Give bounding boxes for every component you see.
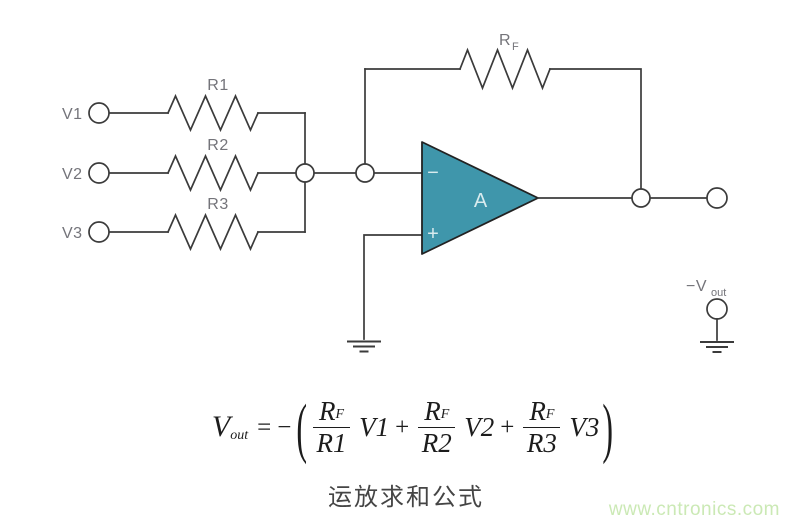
formula-lhs: V [211,410,231,443]
circuit-schematic: − + A V1 V2 V3 R1 R2 R3 R F −V out [62,32,734,353]
opamp-triangle [421,141,539,255]
opamp-gain-label: A [474,190,488,212]
node-summing-junction [295,163,315,183]
label-v1: V1 [62,106,83,123]
term2-plus: + [500,413,515,441]
ground-icon [347,340,381,353]
frac3-den: R3 [526,427,557,458]
diagram-caption: 运放求和公式 [328,484,484,511]
terminal-vout-ref [706,298,728,320]
frac1-num: R [319,395,336,426]
label-v3: V3 [62,225,83,242]
wire-noninverting-input [363,234,423,340]
frac3-num: R [529,395,546,426]
terminal-v2 [88,162,110,184]
term1-plus: + [395,413,410,441]
label-r3: R3 [207,196,228,213]
formula-minus: − [277,413,292,441]
term1-mult: V1 [359,411,390,442]
label-r1: R1 [207,77,228,94]
label-vout-main: −V [686,278,707,295]
terminal-v3 [88,221,110,243]
resistor-r3 [166,212,260,252]
term3-mult: V3 [569,411,600,442]
formula-open-paren: ( [296,389,308,465]
ground-icon [700,341,734,353]
resistor-r1 [166,93,260,133]
resistor-r2 [166,153,260,193]
node-inverting-input [355,163,375,183]
terminal-v1 [88,102,110,124]
frac2-den: R2 [421,427,452,458]
resistor-rf [458,47,552,91]
opamp-inverting-sign: − [427,162,439,184]
frac1-den: R1 [316,427,347,458]
opamp-noninverting-sign: + [427,223,439,245]
formula-lhs-sub: out [230,428,249,443]
wire-feedback-right [549,68,642,199]
watermark-text: www.cntronics.com [608,499,780,520]
terminal-output [706,187,728,209]
label-v2: V2 [62,166,83,183]
label-vout-sub: out [711,287,726,299]
label-rf-main: R [499,32,511,49]
frac2-num: R [424,395,441,426]
frac2-num-sub: F [440,406,450,422]
node-output [631,188,651,208]
term2-mult: V2 [464,411,495,442]
formula-close-paren: ) [602,389,614,465]
label-r2: R2 [207,137,228,154]
frac1-num-sub: F [335,406,345,422]
formula-equals: = [257,413,272,441]
label-rf-sub: F [512,41,519,53]
frac3-num-sub: F [545,406,555,422]
